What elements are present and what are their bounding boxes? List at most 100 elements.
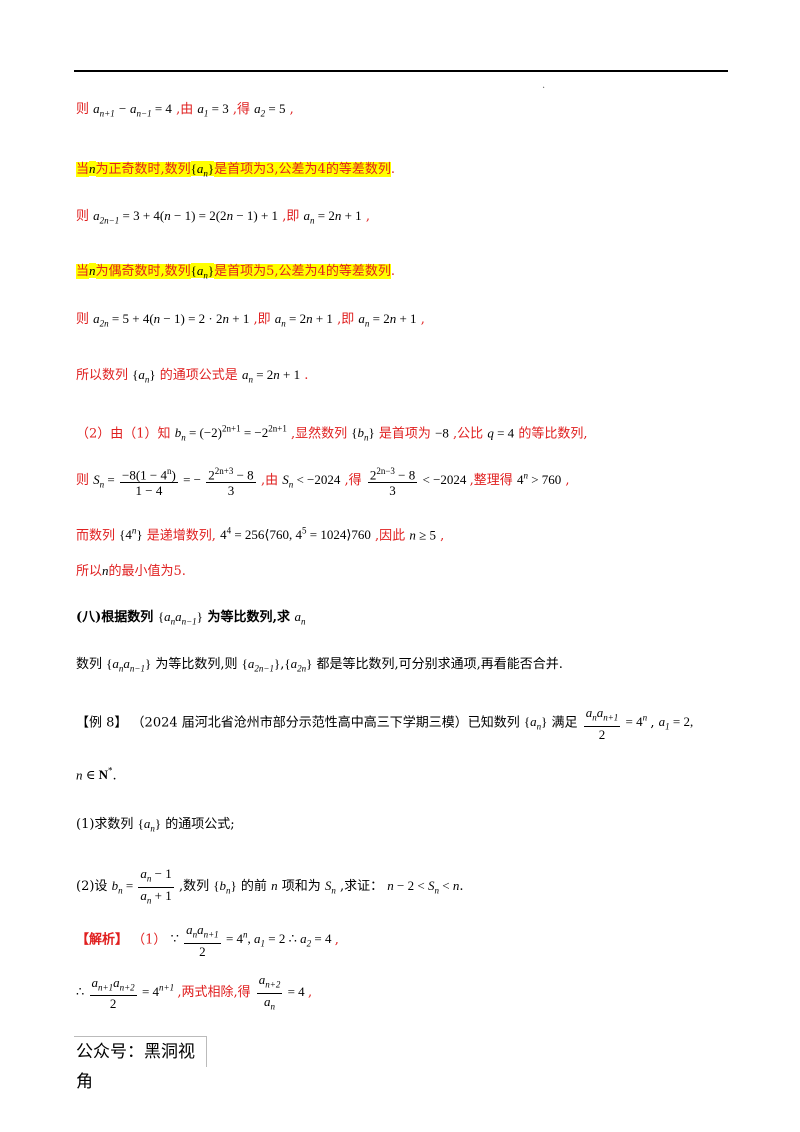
formula: n <box>89 263 96 278</box>
top-rule <box>74 70 728 72</box>
solution-line-3: 则 a2n−1 = 3 + 4(n − 1) = 2(2n − 1) + 1 ,… <box>76 207 370 230</box>
text: , <box>365 209 370 224</box>
formula: 4n > 760 <box>516 470 562 488</box>
formula: {an} <box>523 714 548 732</box>
text: ,公比 <box>453 426 484 442</box>
formula: a2n−1 = 3 + 4(n − 1) = 2(2n − 1) + 1 <box>93 208 279 226</box>
formula: an = 2n + 1 <box>241 367 301 385</box>
formula: {bn} <box>213 878 237 896</box>
formula: {an} <box>190 161 215 179</box>
text: , <box>289 102 294 117</box>
text: ,即 <box>282 209 300 224</box>
formula: −8 <box>435 425 449 441</box>
formula: {an} <box>132 367 156 385</box>
section-8-explanation: 数列 {anan−1} 为等比数列,则 {a2n−1},{a2n} 都是等比数列… <box>76 655 563 678</box>
formula: bn = (−2)2n+1 = −22n+1 <box>174 424 287 443</box>
text: （2024 届河北省沧州市部分示范性高中高三下学期三模）已知数列 <box>131 715 520 731</box>
formula: {a2n} <box>284 656 313 674</box>
solution-line-2: 当n为正奇数时,数列{an}是首项为3,公差为4的等差数列. <box>76 160 395 183</box>
formula: {anan−1} <box>106 656 152 674</box>
formula: n ≥ 5 <box>409 527 436 543</box>
solution-line-4: 当n为偶奇数时,数列{an}是首项为5,公差为4的等差数列. <box>76 262 395 285</box>
text: , <box>280 657 285 672</box>
text: 的等比数列, <box>518 426 588 442</box>
text: 则 <box>76 102 90 117</box>
formula: a2n = 5 + 4(n − 1) = 2 · 2n + 1 <box>93 311 250 329</box>
formula: Sn <box>324 878 336 896</box>
formula: {a2n−1} <box>241 656 281 674</box>
formula: n ∈ N* <box>76 766 113 783</box>
formula: {an} <box>190 263 215 281</box>
text: ,两式相除,得 <box>177 985 251 1001</box>
text: 是递增数列, <box>146 528 216 544</box>
formula: n <box>271 878 278 894</box>
solution-line-9: 而数列 {4n} 是递增数列, 44 = 256⟨760, 45 = 1024⟩… <box>76 522 444 545</box>
text: . <box>459 879 464 895</box>
formula: {anan−1} <box>157 609 203 627</box>
formula: {bn} <box>351 425 375 443</box>
text: 则 <box>76 209 90 224</box>
text: 是首项为 <box>378 426 431 442</box>
text: ,因此 <box>375 528 406 544</box>
example-tag: 【例 8】 <box>76 715 128 731</box>
example-8-statement: 【例 8】 （2024 届河北省沧州市部分示范性高中高三下学期三模）已知数列 {… <box>76 705 694 742</box>
solution-line-7: （2）由（1）知 bn = (−2)2n+1 = −22n+1 ,显然数列 {b… <box>76 420 587 447</box>
text: , <box>334 932 339 948</box>
formula: an = 2n + 1 <box>274 311 333 329</box>
heading-text: 为等比数列,求 <box>207 610 290 625</box>
text: 则 <box>76 312 90 327</box>
formula: an = 2n + 1 <box>358 311 417 329</box>
text: 所以 <box>76 564 103 579</box>
text: 满足 <box>551 715 578 731</box>
formula: an = 2n + 1 <box>303 208 362 226</box>
solution-line-5: 则 a2n = 5 + 4(n − 1) = 2 · 2n + 1 ,即 an … <box>76 310 425 333</box>
text: 的通项公式是 <box>159 368 238 383</box>
formula: n <box>102 563 109 578</box>
text: 的最小值为5. <box>108 564 186 579</box>
text: (2)设 <box>76 879 108 895</box>
text: （2）由（1）知 <box>76 426 171 442</box>
solution-line-10: 所以n的最小值为5. <box>76 562 186 581</box>
formula: a1 = 2, <box>658 714 694 732</box>
text: , <box>307 985 313 1001</box>
text: ,数列 <box>179 879 210 895</box>
formula: an <box>294 609 306 627</box>
text: 则 <box>76 473 90 489</box>
solution-line-6: 所以数列 {an} 的通项公式是 an = 2n + 1 . <box>76 366 308 389</box>
text: 的通项公式; <box>165 817 235 832</box>
text: 都是等比数列,可分别求通项,再看能否合并. <box>316 657 563 672</box>
text: ,得 <box>232 102 250 117</box>
text: 而数列 <box>76 528 116 544</box>
text: 所以数列 <box>76 368 129 383</box>
highlighted-text: 当 <box>76 162 90 177</box>
solution-line-1: 则 an+1 − an−1 = 4 ,由 a1 = 3 ,得 a2 = 5 , <box>76 100 294 123</box>
formula: {4n} <box>119 526 143 543</box>
text: (1)求数列 <box>76 817 134 832</box>
text: , <box>420 312 425 327</box>
text: 为等比数列,则 <box>155 657 238 672</box>
formula: Sn < −2024 <box>282 472 341 490</box>
text: ,求证： <box>340 879 384 895</box>
text: , <box>440 528 445 544</box>
formula: n <box>89 161 96 176</box>
highlighted-text: 当 <box>76 264 90 279</box>
header-mark: . <box>542 80 546 91</box>
formula: an+1 − an−1 = 4 <box>93 101 172 119</box>
highlighted-text: 为正奇数时,数列 <box>95 162 191 177</box>
text: . <box>304 368 309 383</box>
text: ,得 <box>344 473 362 489</box>
highlighted-text: 是首项为5,公差为4的等差数列 <box>214 264 391 279</box>
text: , <box>565 473 570 489</box>
question-1: (1)求数列 {an} 的通项公式; <box>76 815 235 838</box>
text: . <box>390 264 395 279</box>
highlighted-text: 是首项为3,公差为4的等差数列 <box>214 162 391 177</box>
